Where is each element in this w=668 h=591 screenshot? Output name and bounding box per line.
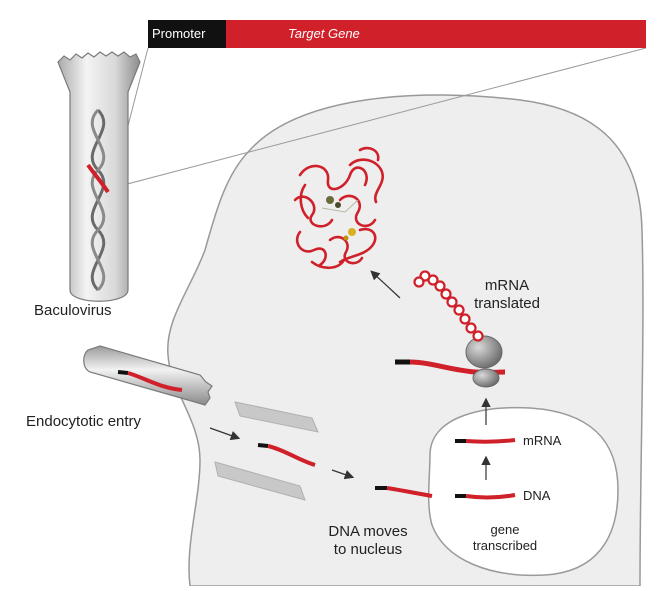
dna-moves-line1: DNA moves <box>328 523 408 540</box>
dna-near-nucleus-gene <box>386 486 433 498</box>
folded-protein <box>293 146 385 270</box>
nucleus-mrna-gene <box>465 438 516 444</box>
promoter-label: Promoter <box>152 26 206 41</box>
mrna-translated-line1: mRNA <box>484 277 530 294</box>
gene-transcribed-line2: transcribed <box>472 538 538 553</box>
capsid-fragment-upper <box>234 401 319 433</box>
protein-ligands <box>321 196 359 241</box>
arrow-entry-to-cytoplasm <box>209 427 241 441</box>
mrna-translated-line2: translated <box>474 295 540 312</box>
arrow-dna-transport <box>331 469 355 480</box>
mrna-translated-label: mRNA translated <box>462 277 552 313</box>
endocytosing-virus <box>83 345 213 406</box>
gene-transcribed-label: gene transcribed <box>455 522 555 554</box>
cyto-mrna-gene <box>409 359 506 375</box>
zoom-line-right <box>111 47 647 189</box>
arrow-folding <box>370 270 401 299</box>
target-gene-segment <box>226 20 646 48</box>
endocytotic-entry-label: Endocytotic entry <box>26 413 142 430</box>
ribosome <box>465 335 503 388</box>
promoter-segment <box>148 20 226 48</box>
nascent-polypeptide <box>413 270 484 342</box>
released-dna-promoter <box>257 443 269 448</box>
dna-moves-line2: to nucleus <box>333 541 403 558</box>
target-gene-label: Target Gene <box>288 26 360 41</box>
baculovirus-label: Baculovirus <box>34 302 112 319</box>
dna-moves-label: DNA moves to nucleus <box>318 523 418 559</box>
nucleus-dna-gene <box>465 493 516 500</box>
baculovirus-particle <box>57 51 141 302</box>
released-dna-gene <box>267 444 316 467</box>
nucleus-dna-label: DNA <box>523 488 551 503</box>
nucleus <box>427 406 619 577</box>
gene-transcribed-line1: gene <box>490 522 520 537</box>
capsid-fragment-lower <box>214 461 306 501</box>
nucleus-mrna-label: mRNA <box>523 433 562 448</box>
